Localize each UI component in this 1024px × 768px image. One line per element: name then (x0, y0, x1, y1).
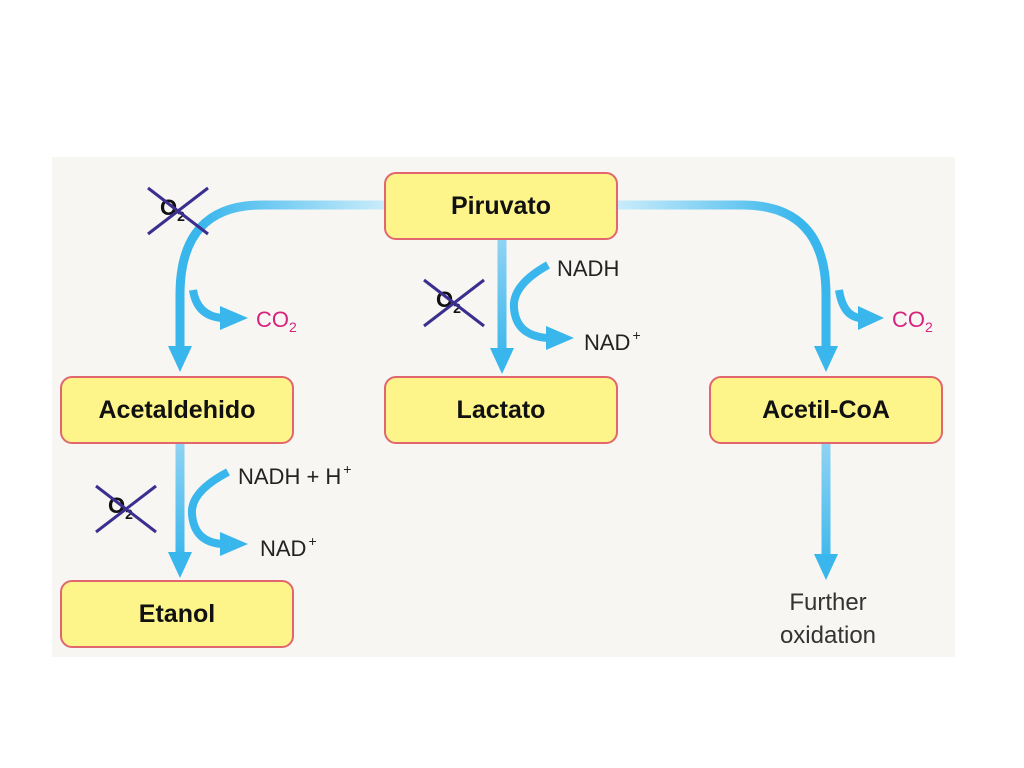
arrow-co2-release-left (189, 289, 248, 330)
node-etanol: Etanol (60, 580, 294, 648)
co2-label-left: CO2 (256, 307, 297, 335)
nad-plus-label-etanol: NAD+ (260, 533, 317, 561)
node-acetil-coa: Acetil-CoA (709, 376, 943, 444)
no-oxygen-marker-center: O2 (422, 278, 486, 328)
arrow-piruvato-to-lactato (490, 240, 514, 374)
cross-icon (95, 484, 157, 534)
further-oxidation-line1: Further (789, 589, 867, 616)
cross-icon (423, 278, 485, 328)
nadh-label-lactato: NADH (557, 256, 620, 281)
further-oxidation-line2: oxidation (779, 622, 877, 649)
arrow-acetaldehido-to-etanol (168, 444, 192, 578)
further-oxidation-label: Further oxidation (748, 586, 908, 652)
node-acetaldehido: Acetaldehido (60, 376, 294, 444)
arrow-nadh-to-nad-lactato (509, 261, 574, 350)
arrow-acetil-coa-to-further-oxidation (814, 444, 838, 580)
arrow-piruvato-to-acetil-coa (618, 200, 838, 372)
co2-label-right: CO2 (892, 307, 933, 335)
no-oxygen-marker-bottom-left: O2 (94, 484, 158, 534)
nad-plus-label-lactato: NAD+ (584, 327, 641, 355)
arrow-nadh-to-nad-etanol (187, 468, 248, 556)
node-piruvato: Piruvato (384, 172, 618, 240)
node-lactato: Lactato (384, 376, 618, 444)
no-oxygen-marker-top-left: O2 (146, 186, 210, 236)
nadh-h-plus-label-etanol: NADH + H+ (238, 461, 352, 489)
arrow-co2-release-right (835, 289, 884, 330)
cross-icon (147, 186, 209, 236)
